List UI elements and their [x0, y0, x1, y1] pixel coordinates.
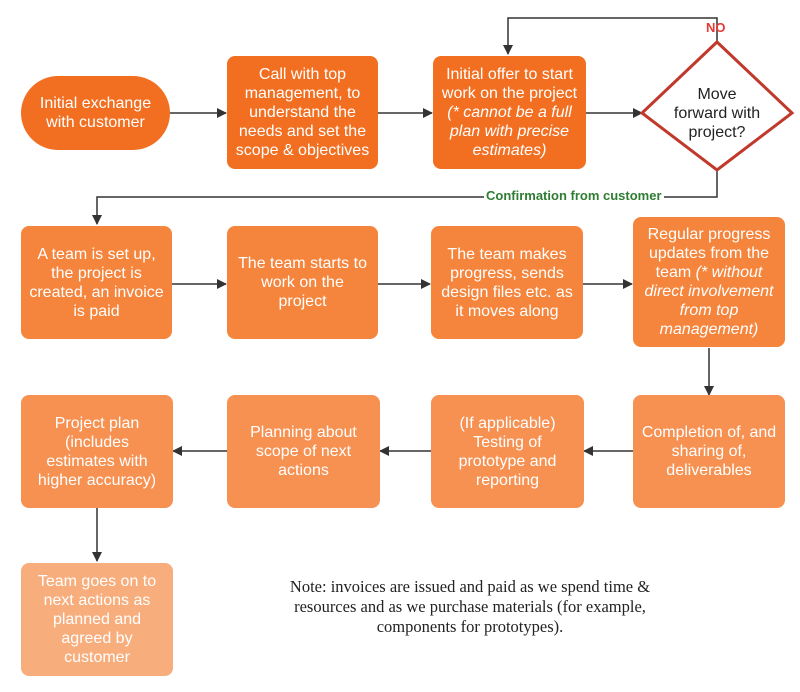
node-text-line: design files etc. as: [441, 283, 573, 301]
node-text-line: next actions as: [43, 592, 151, 609]
node-next-actions: Team goes on to next actions as planned …: [21, 563, 173, 676]
decision-text-line: project?: [688, 123, 746, 141]
footnote-line: Note: invoices are issued and paid as we…: [289, 577, 651, 596]
node-note-line: plan with precise: [449, 123, 570, 140]
node-text-line: The team starts to: [238, 255, 367, 272]
node-regular-updates: Regular progress updates from the team (…: [633, 217, 785, 347]
node-text-line: is paid: [73, 302, 120, 320]
node-text-line: team (* without: [656, 263, 763, 282]
footnote-line: resources and as we purchase materials (…: [294, 597, 646, 616]
node-text-line: the project is: [51, 264, 142, 282]
node-completion: Completion of, and sharing of, deliverab…: [633, 395, 785, 508]
node-note-line: direct involvement: [644, 283, 774, 300]
node-text-line: actions: [278, 462, 329, 479]
node-text-line: Team goes on to: [37, 573, 157, 590]
node-text-line: The team makes: [447, 245, 567, 263]
node-text-line: scope of next: [255, 443, 352, 460]
decision-text-line: Move: [697, 85, 737, 103]
node-text-line: created, an invoice: [29, 283, 164, 301]
node-team-starts: The team starts to work on the project: [227, 226, 378, 339]
node-text-line: management, to: [244, 85, 361, 102]
node-text-line: customer: [64, 649, 130, 666]
footnote: Note: invoices are issued and paid as we…: [230, 577, 710, 637]
node-text-line: Testing of: [473, 433, 542, 451]
node-text-line: needs and set the: [238, 123, 367, 140]
arrow-decision-yes: [92, 170, 718, 225]
footnote-line: components for prototypes).: [376, 617, 564, 636]
node-text-line: understand the: [249, 104, 356, 121]
no-label: NO: [706, 20, 726, 35]
arrow-decision-no-loop: [503, 17, 718, 55]
confirmation-label: Confirmation from customer: [484, 188, 664, 203]
node-text-line: planned and: [52, 611, 142, 628]
decision-diamond: [639, 39, 795, 172]
node-planning: Planning about scope of next actions: [227, 395, 380, 508]
node-text-line: Call with top: [258, 66, 347, 83]
node-text-line: scope & objectives: [235, 142, 370, 159]
node-call-top-management: Call with top management, to understand …: [227, 56, 378, 169]
node-text-line: (includes: [64, 433, 130, 451]
node-team-progress: The team makes progress, sends design fi…: [431, 226, 583, 339]
node-text-line: work on the project: [441, 85, 578, 102]
node-text-line: Initial exchange: [39, 95, 152, 112]
node-text-line: sharing of,: [671, 443, 747, 460]
node-text-line: Initial offer to start: [446, 66, 573, 83]
node-text-line: with customer: [46, 114, 145, 131]
node-text-line: updates from the: [648, 245, 770, 262]
node-note-segment: (* without: [695, 264, 763, 281]
node-initial-offer: Initial offer to start work on the proje…: [433, 56, 586, 169]
node-team-setup: A team is set up, the project is created…: [21, 226, 172, 339]
node-testing: (If applicable) Testing of prototype and…: [431, 395, 584, 508]
node-text-line: work on the project: [261, 274, 344, 310]
node-text-line: Project plan: [54, 414, 140, 432]
node-text-line: higher accuracy): [37, 471, 157, 489]
decision-text: Move forward with project?: [662, 78, 772, 148]
node-project-plan: Project plan (includes estimates with hi…: [21, 395, 173, 508]
node-text-line: agreed by: [61, 630, 133, 647]
node-text-line: estimates with: [46, 452, 148, 470]
node-note-line: (* cannot be a full: [447, 104, 572, 121]
node-text-line: progress, sends: [450, 264, 564, 282]
node-text-line: deliverables: [666, 462, 752, 479]
node-initial-exchange: Initial exchange with customer: [21, 76, 170, 150]
node-note-line: estimates): [472, 142, 547, 159]
node-text-segment: team: [655, 264, 692, 281]
node-text-line: A team is set up,: [37, 245, 156, 263]
node-text-line: reporting: [475, 471, 540, 489]
node-text-line: Planning about: [250, 424, 357, 441]
node-text-line: Completion of, and: [641, 424, 777, 441]
node-text-line: (If applicable): [459, 414, 556, 432]
decision-text-line: forward with: [673, 104, 761, 122]
node-text-line: prototype and: [458, 452, 557, 470]
node-text-line: Regular progress: [647, 226, 771, 243]
node-note-line: from top: [679, 302, 739, 319]
node-text-line: it moves along: [455, 302, 559, 320]
node-note-line: management): [659, 321, 759, 338]
